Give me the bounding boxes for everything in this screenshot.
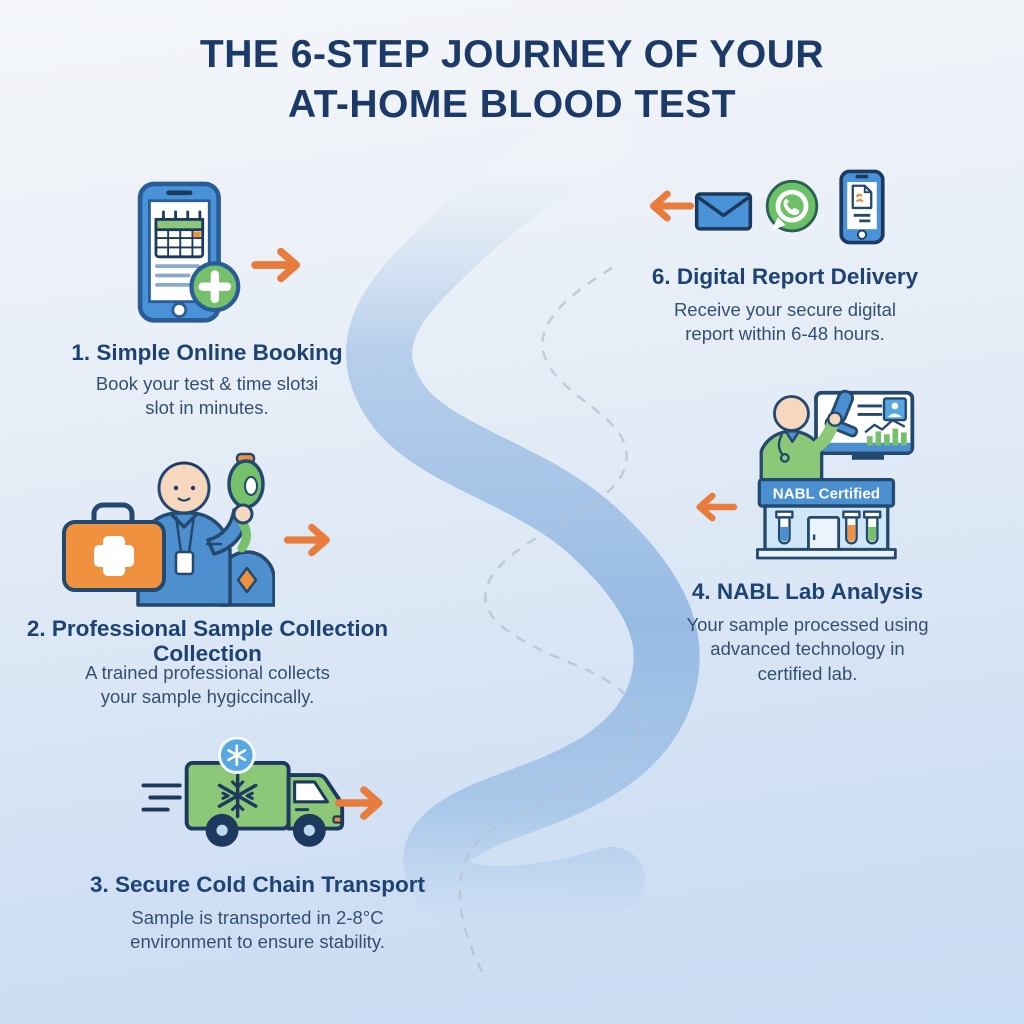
home-button <box>171 302 188 319</box>
page-title-line2: AT-HOME BLOOD TEST <box>287 82 737 126</box>
step2-description: A trained professional collects your sam… <box>85 662 330 708</box>
nabl-certified-label: NABL Certified <box>773 486 880 503</box>
phlebotomist-with-kit-icon <box>62 452 275 607</box>
step3-icon-group <box>140 737 356 858</box>
step4-description: Your sample processed using advanced tec… <box>686 614 929 684</box>
headlight <box>332 815 343 824</box>
step4-icon-group: NABL Certified <box>748 384 918 562</box>
step6-description: Receive your secure digital report withi… <box>673 299 897 345</box>
page-title: THE 6-STEP JOURNEY OF YOUR AT-HOME BLOOD… <box>0 30 1024 130</box>
arrow-right-icon <box>334 786 383 820</box>
step2-heading: 2. Professional Sample Collection Collec… <box>26 616 389 667</box>
page-title-line1: THE 6-STEP JOURNEY OF YOUR <box>199 33 825 76</box>
step4-heading: 4. NABL Lab Analysis <box>691 579 924 604</box>
step1-icon-group <box>127 180 241 328</box>
lab-door <box>807 515 841 551</box>
step1-heading: 1. Simple Online Booking <box>71 340 343 365</box>
id-badge <box>174 550 195 576</box>
arrow-right-icon <box>251 247 300 283</box>
report-phone-icon <box>839 169 885 245</box>
patient-pendant <box>236 566 258 594</box>
step3-heading: 3. Secure Cold Chain Transport <box>89 872 426 897</box>
step1-description: Book your test & time slotɜi slot in min… <box>95 373 319 419</box>
speed-lines <box>141 783 182 812</box>
arrow-left-icon <box>650 190 695 222</box>
whatsapp-icon <box>765 179 819 233</box>
report-document-icon <box>851 184 873 210</box>
calendar-binder-rings <box>162 210 202 221</box>
email-envelope-icon <box>694 192 753 231</box>
snowflake-icon <box>217 773 258 819</box>
calendar-grid <box>155 229 203 257</box>
hand <box>232 503 254 525</box>
test-tube-green <box>862 510 882 545</box>
calendar-selected-date <box>193 231 201 238</box>
journey-ribbon <box>346 100 700 933</box>
stethoscope-icon <box>779 452 790 463</box>
test-tube-blue <box>775 510 794 545</box>
arrow-left-icon <box>696 492 738 522</box>
nabl-lab-building-icon: NABL Certified <box>756 389 915 560</box>
arrow-right-icon <box>283 523 330 557</box>
step6-heading: 6. Digital Report Delivery <box>651 264 919 289</box>
test-tube-orange <box>842 510 861 545</box>
mini-bar-chart <box>867 428 907 446</box>
cold-chain-truck-icon <box>141 737 345 847</box>
step3-description: Sample is transported in 2-8°C environme… <box>130 907 385 953</box>
truck-window <box>293 780 329 804</box>
smartphone-booking-icon <box>137 181 241 323</box>
step2-icon-group <box>60 452 275 607</box>
